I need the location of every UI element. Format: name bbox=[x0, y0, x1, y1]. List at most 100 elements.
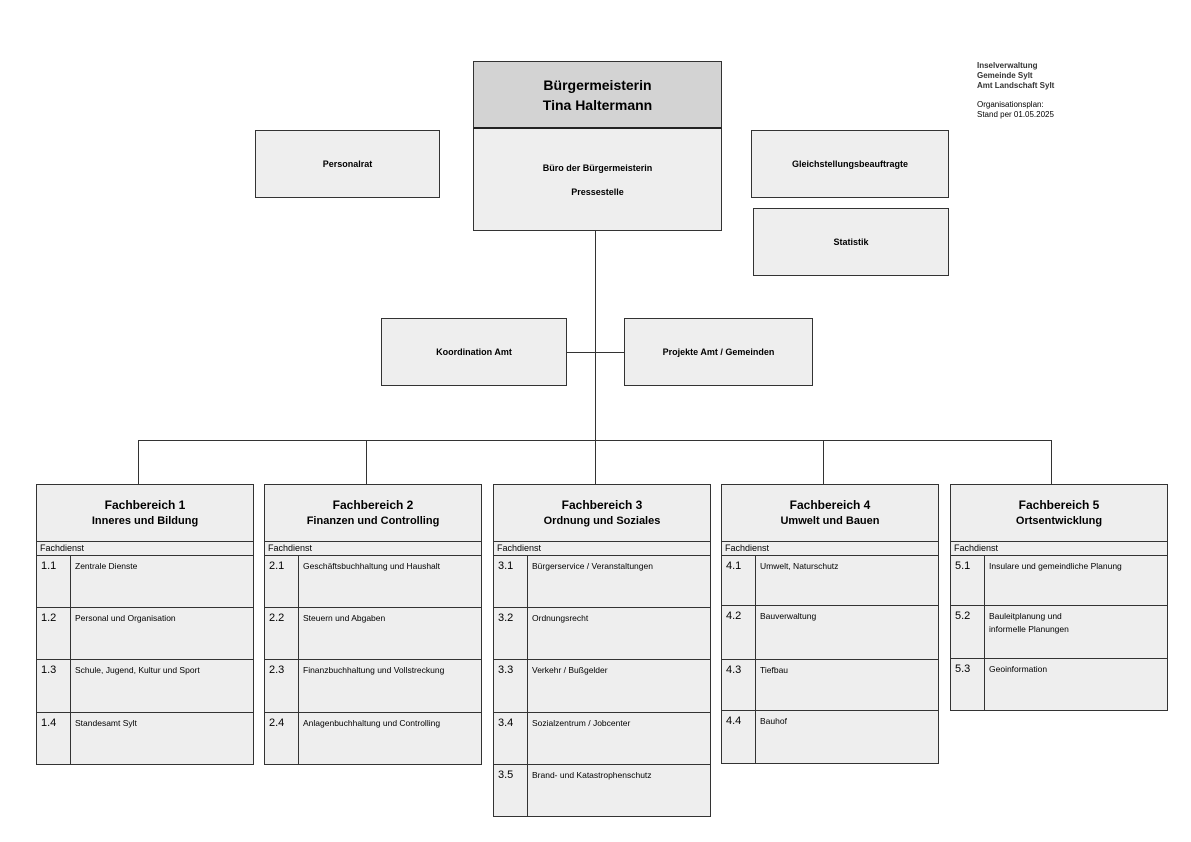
department-title: Fachbereich 5 bbox=[1018, 498, 1100, 512]
unit-row: 1.3 Schule, Jugend, Kultur und Sport bbox=[37, 660, 253, 713]
unit-number: 1.2 bbox=[37, 608, 71, 659]
unit-label: Finanzbuchhaltung und Vollstreckung bbox=[303, 665, 445, 675]
info-line-2: Gemeinde Sylt bbox=[977, 71, 1033, 80]
department-header: Fachbereich 4 Umwelt und Bauen bbox=[722, 485, 938, 542]
unit-row: 1.2 Personal und Organisation bbox=[37, 608, 253, 660]
unit-label: Bauleitplanung und informelle Planungen bbox=[985, 606, 1069, 658]
fachdienst-label: Fachdienst bbox=[494, 542, 710, 556]
unit-label-line-2: informelle Planungen bbox=[989, 624, 1069, 634]
unit-number: 3.1 bbox=[494, 556, 528, 607]
unit-label: Bauverwaltung bbox=[760, 611, 817, 621]
personalrat-label: Personalrat bbox=[322, 159, 373, 169]
fachdienst-label: Fachdienst bbox=[265, 542, 481, 556]
unit-number: 5.3 bbox=[951, 659, 985, 710]
department-subtitle: Ortsentwicklung bbox=[1015, 515, 1103, 527]
fachdienst-label: Fachdienst bbox=[722, 542, 938, 556]
info-line-1: Inselverwaltung bbox=[977, 61, 1038, 70]
connector-trunk bbox=[595, 231, 596, 441]
unit-number: 1.1 bbox=[37, 556, 71, 607]
unit-number: 3.5 bbox=[494, 765, 528, 816]
unit-row: 3.2 Ordnungsrecht bbox=[494, 608, 710, 660]
connector-fb5 bbox=[1051, 440, 1052, 484]
projekte-box: Projekte Amt / Gemeinden bbox=[624, 318, 813, 386]
connector-staff-h bbox=[567, 352, 624, 353]
info-line-3: Amt Landschaft Sylt bbox=[977, 81, 1055, 90]
statistik-label: Statistik bbox=[833, 237, 869, 247]
unit-row: 3.3 Verkehr / Bußgelder bbox=[494, 660, 710, 713]
department-title: Fachbereich 3 bbox=[561, 498, 643, 512]
unit-label: Sozialzentrum / Jobcenter bbox=[532, 718, 631, 728]
unit-number: 4.2 bbox=[722, 606, 756, 659]
fachdienst-label: Fachdienst bbox=[951, 542, 1167, 556]
koordination-label: Koordination Amt bbox=[436, 347, 512, 357]
connector-fb3 bbox=[595, 440, 596, 484]
department-header: Fachbereich 1 Inneres und Bildung bbox=[37, 485, 253, 542]
projekte-label: Projekte Amt / Gemeinden bbox=[662, 347, 775, 357]
unit-label: Verkehr / Bußgelder bbox=[532, 665, 608, 675]
connector-fb2 bbox=[366, 440, 367, 484]
gleichstellung-box: Gleichstellungsbeauftragte bbox=[751, 130, 949, 198]
unit-row: 3.5 Brand- und Katastrophenschutz bbox=[494, 765, 710, 816]
statistik-box: Statistik bbox=[753, 208, 949, 276]
unit-number: 3.4 bbox=[494, 713, 528, 764]
unit-label: Standesamt Sylt bbox=[75, 718, 137, 728]
unit-row: 5.3 Geoinformation bbox=[951, 659, 1167, 710]
org-info: Inselverwaltung Gemeinde Sylt Amt Landsc… bbox=[977, 61, 1054, 120]
unit-number: 2.2 bbox=[265, 608, 299, 659]
department-subtitle: Finanzen und Controlling bbox=[306, 515, 440, 527]
unit-number: 5.1 bbox=[951, 556, 985, 605]
department-1: Fachbereich 1 Inneres und Bildung Fachdi… bbox=[36, 484, 254, 765]
mayor-box: Bürgermeisterin Tina Haltermann bbox=[473, 61, 722, 129]
unit-row: 1.4 Standesamt Sylt bbox=[37, 713, 253, 764]
unit-number: 4.1 bbox=[722, 556, 756, 605]
unit-row: 1.1 Zentrale Dienste bbox=[37, 556, 253, 608]
unit-label: Zentrale Dienste bbox=[75, 561, 138, 571]
unit-number: 4.3 bbox=[722, 660, 756, 710]
department-4: Fachbereich 4 Umwelt und Bauen Fachdiens… bbox=[721, 484, 939, 764]
unit-label: Bürgerservice / Veranstaltungen bbox=[532, 561, 653, 571]
mayor-office: Büro der Bürgermeisterin bbox=[542, 162, 653, 173]
unit-label: Steuern und Abgaben bbox=[303, 613, 386, 623]
press-office: Pressestelle bbox=[571, 186, 624, 197]
unit-label: Geschäftsbuchhaltung und Haushalt bbox=[303, 561, 441, 571]
unit-row: 2.1 Geschäftsbuchhaltung und Haushalt bbox=[265, 556, 481, 608]
info-line-4: Organisationsplan: bbox=[977, 100, 1044, 109]
gleichstellung-label: Gleichstellungsbeauftragte bbox=[791, 159, 909, 169]
connector-fb1 bbox=[138, 440, 139, 484]
unit-number: 1.4 bbox=[37, 713, 71, 764]
unit-label: Bauhof bbox=[760, 716, 787, 726]
unit-label: Tiefbau bbox=[760, 665, 789, 675]
department-3: Fachbereich 3 Ordnung und Soziales Fachd… bbox=[493, 484, 711, 817]
unit-label: Geoinformation bbox=[989, 664, 1048, 674]
fachdienst-label: Fachdienst bbox=[37, 542, 253, 556]
personalrat-box: Personalrat bbox=[255, 130, 440, 198]
unit-number: 3.3 bbox=[494, 660, 528, 712]
unit-label: Insulare und gemeindliche Planung bbox=[989, 561, 1122, 571]
unit-row: 3.1 Bürgerservice / Veranstaltungen bbox=[494, 556, 710, 608]
department-header: Fachbereich 3 Ordnung und Soziales bbox=[494, 485, 710, 542]
unit-row: 4.4 Bauhof bbox=[722, 711, 938, 763]
unit-number: 3.2 bbox=[494, 608, 528, 659]
department-title: Fachbereich 2 bbox=[332, 498, 414, 512]
unit-row: 3.4 Sozialzentrum / Jobcenter bbox=[494, 713, 710, 765]
unit-label: Schule, Jugend, Kultur und Sport bbox=[75, 665, 200, 675]
unit-number: 2.1 bbox=[265, 556, 299, 607]
mayor-name: Tina Haltermann bbox=[542, 96, 653, 113]
mayor-title: Bürgermeisterin bbox=[543, 76, 652, 93]
unit-label: Brand- und Katastrophenschutz bbox=[532, 770, 652, 780]
unit-number: 1.3 bbox=[37, 660, 71, 712]
unit-label-line-1: Bauleitplanung und bbox=[989, 611, 1062, 621]
department-subtitle: Ordnung und Soziales bbox=[543, 515, 661, 527]
department-subtitle: Inneres und Bildung bbox=[91, 515, 199, 527]
unit-label: Personal und Organisation bbox=[75, 613, 176, 623]
department-subtitle: Umwelt und Bauen bbox=[780, 515, 880, 527]
department-header: Fachbereich 2 Finanzen und Controlling bbox=[265, 485, 481, 542]
unit-row: 4.2 Bauverwaltung bbox=[722, 606, 938, 660]
department-5: Fachbereich 5 Ortsentwicklung Fachdienst… bbox=[950, 484, 1168, 711]
unit-label: Anlagenbuchhaltung und Controlling bbox=[303, 718, 441, 728]
unit-number: 4.4 bbox=[722, 711, 756, 763]
unit-label: Ordnungsrecht bbox=[532, 613, 589, 623]
